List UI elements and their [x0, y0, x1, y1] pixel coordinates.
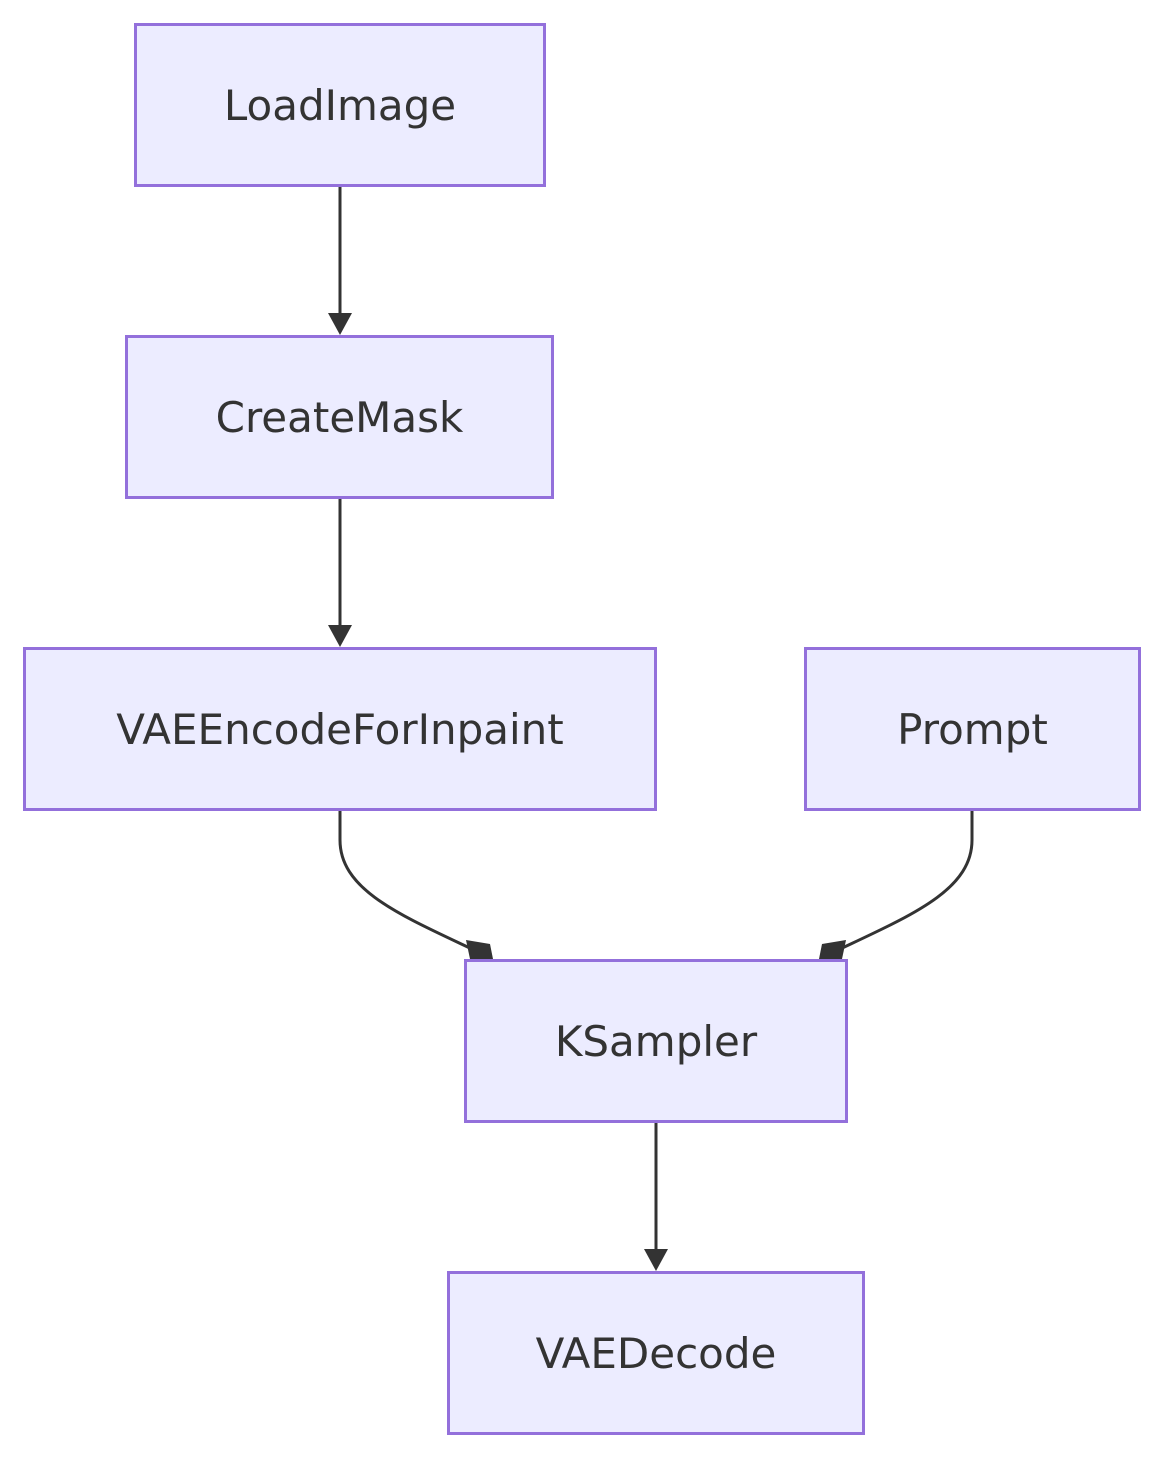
edge-vaeencode-to-ksampler [338, 811, 475, 952]
node-loadimage: LoadImage [134, 23, 546, 187]
node-ksampler: KSampler [464, 959, 848, 1123]
arrowhead-ksampler-left [466, 940, 493, 959]
node-vaeencodeforinpaint: VAEEncodeForInpaint [23, 647, 657, 811]
node-label: Prompt [897, 704, 1048, 754]
node-vaedecode: VAEDecode [447, 1271, 865, 1435]
arrowhead-vaedecode [644, 1249, 668, 1271]
arrowhead-vaeencode [328, 625, 352, 647]
node-label: CreateMask [215, 392, 464, 442]
node-label: LoadImage [223, 80, 457, 130]
node-label: KSampler [554, 1016, 758, 1066]
node-prompt: Prompt [804, 647, 1141, 811]
arrowhead-createmask [328, 313, 352, 335]
node-label: VAEDecode [535, 1328, 777, 1378]
node-createmask: CreateMask [125, 335, 554, 499]
arrowhead-ksampler-right [819, 940, 846, 959]
node-label: VAEEncodeForInpaint [116, 704, 564, 754]
edge-prompt-to-ksampler [837, 811, 974, 952]
